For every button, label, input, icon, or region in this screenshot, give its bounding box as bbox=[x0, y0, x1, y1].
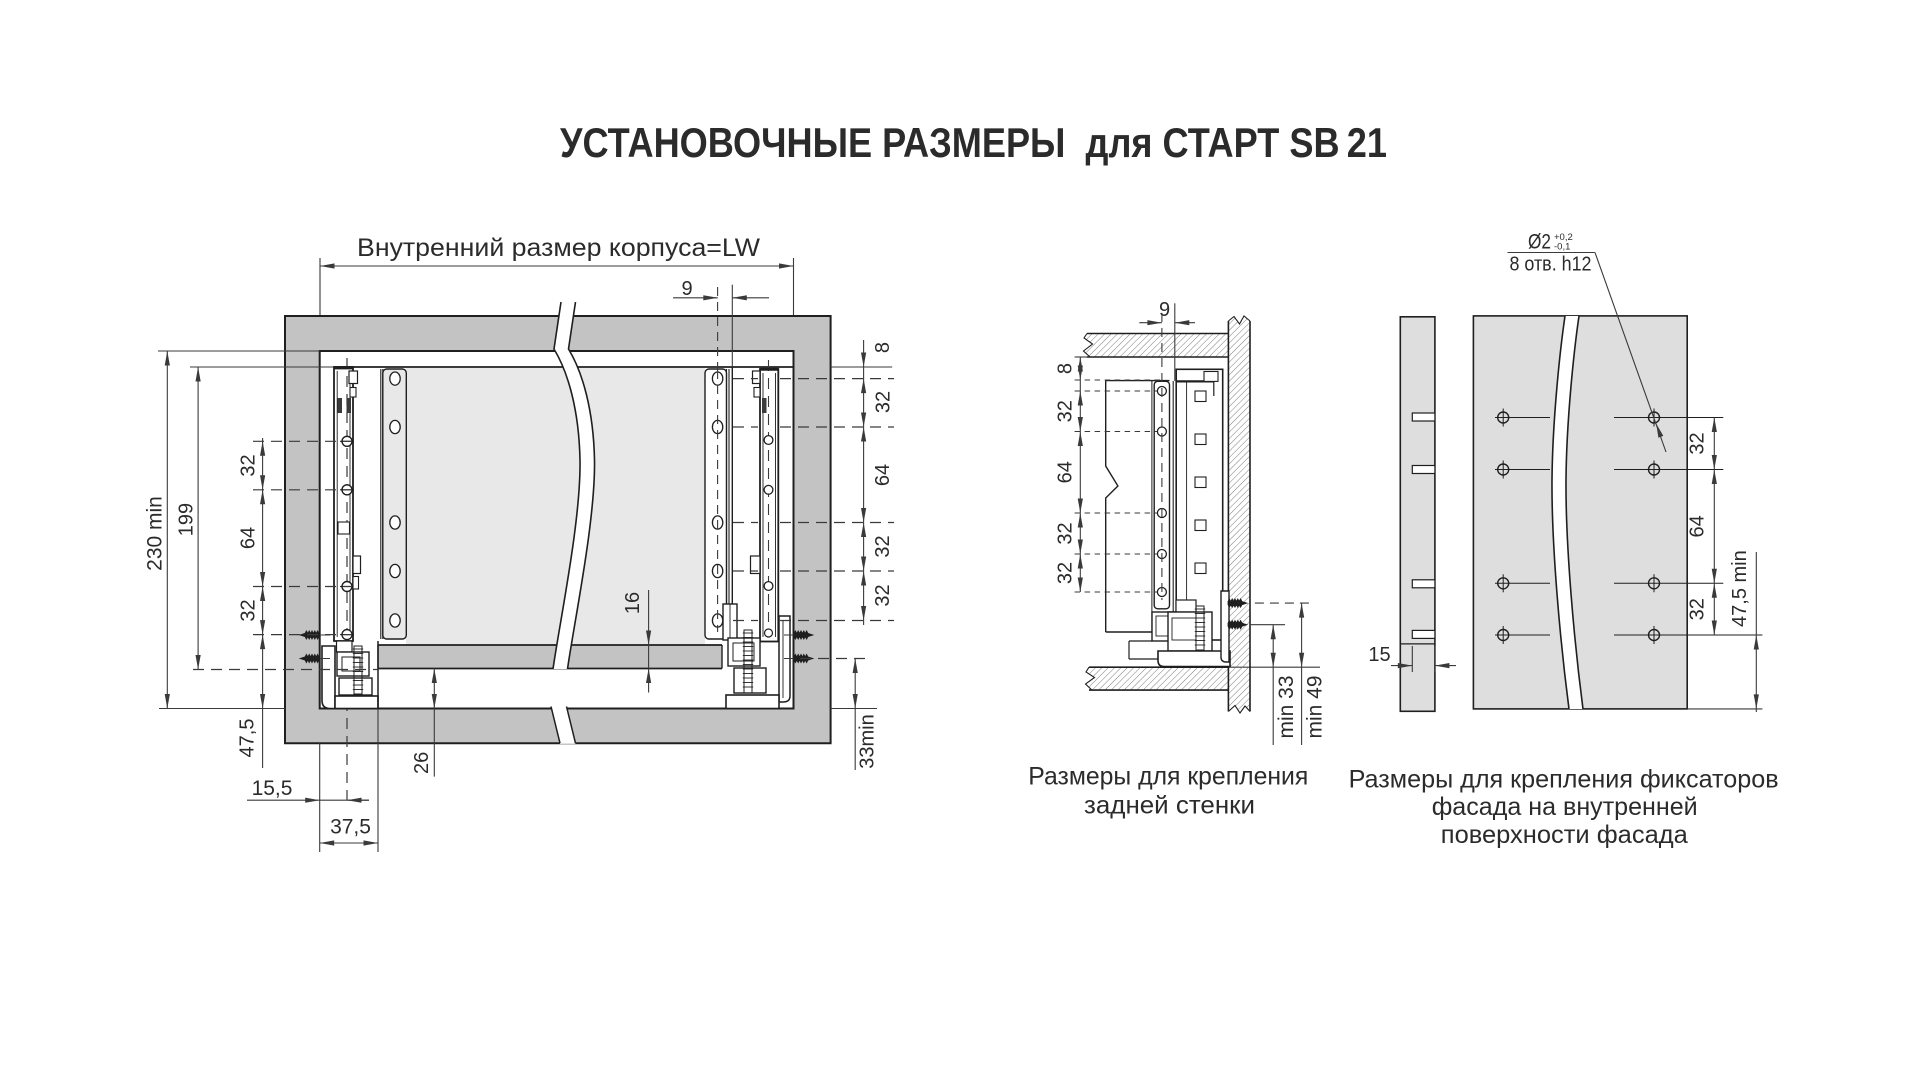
svg-text:64: 64 bbox=[1055, 461, 1077, 483]
svg-text:Ø2: Ø2 bbox=[1528, 231, 1551, 254]
svg-text:32: 32 bbox=[238, 599, 260, 621]
svg-text:32: 32 bbox=[1055, 522, 1077, 544]
svg-text:47,5: 47,5 bbox=[237, 719, 259, 758]
svg-text:32: 32 bbox=[1055, 400, 1077, 422]
svg-text:37,5: 37,5 bbox=[330, 816, 371, 839]
svg-text:9: 9 bbox=[1159, 299, 1170, 321]
svg-text:26: 26 bbox=[411, 752, 433, 774]
svg-text:8 отв. h12: 8 отв. h12 bbox=[1510, 254, 1592, 276]
svg-text:задней стенки: задней стенки bbox=[1084, 791, 1255, 819]
svg-text:8: 8 bbox=[872, 342, 894, 353]
svg-text:32: 32 bbox=[873, 391, 895, 413]
svg-text:33min: 33min bbox=[857, 714, 879, 768]
svg-text:УСТАНОВОЧНЫЕ РАЗМЕРЫ для СТАР: УСТАНОВОЧНЫЕ РАЗМЕРЫ для СТАРТ SB 21 bbox=[560, 119, 1387, 166]
svg-text:64: 64 bbox=[238, 527, 260, 549]
svg-text:15: 15 bbox=[1368, 644, 1390, 666]
svg-text:16: 16 bbox=[622, 592, 644, 614]
svg-text:+0,2: +0,2 bbox=[1554, 232, 1573, 243]
svg-text:9: 9 bbox=[681, 278, 692, 300]
svg-text:32: 32 bbox=[1687, 598, 1709, 620]
svg-text:min 33: min 33 bbox=[1275, 675, 1298, 738]
svg-text:47,5 min: 47,5 min bbox=[1729, 550, 1751, 627]
svg-text:230 min: 230 min bbox=[144, 496, 167, 571]
svg-text:поверхности фасада: поверхности фасада bbox=[1441, 821, 1688, 849]
svg-text:8: 8 bbox=[1055, 363, 1077, 374]
svg-text:32: 32 bbox=[1687, 432, 1709, 454]
svg-text:199: 199 bbox=[176, 503, 198, 536]
svg-text:-0,1: -0,1 bbox=[1554, 242, 1570, 253]
svg-text:Внутренний размер корпуса=LW: Внутренний размер корпуса=LW bbox=[357, 234, 760, 262]
svg-text:Размеры для крепления фиксатор: Размеры для крепления фиксаторов bbox=[1349, 765, 1779, 793]
svg-text:32: 32 bbox=[1055, 562, 1077, 584]
svg-text:32: 32 bbox=[238, 454, 260, 476]
svg-text:min 49: min 49 bbox=[1304, 675, 1327, 738]
svg-text:64: 64 bbox=[1687, 515, 1709, 537]
svg-text:фасада на внутренней: фасада на внутренней bbox=[1432, 793, 1698, 821]
svg-text:32: 32 bbox=[872, 584, 894, 606]
svg-text:15,5: 15,5 bbox=[252, 777, 293, 800]
svg-text:Размеры для крепления: Размеры для крепления bbox=[1028, 763, 1308, 791]
svg-text:32: 32 bbox=[872, 535, 894, 557]
svg-text:64: 64 bbox=[872, 464, 894, 486]
